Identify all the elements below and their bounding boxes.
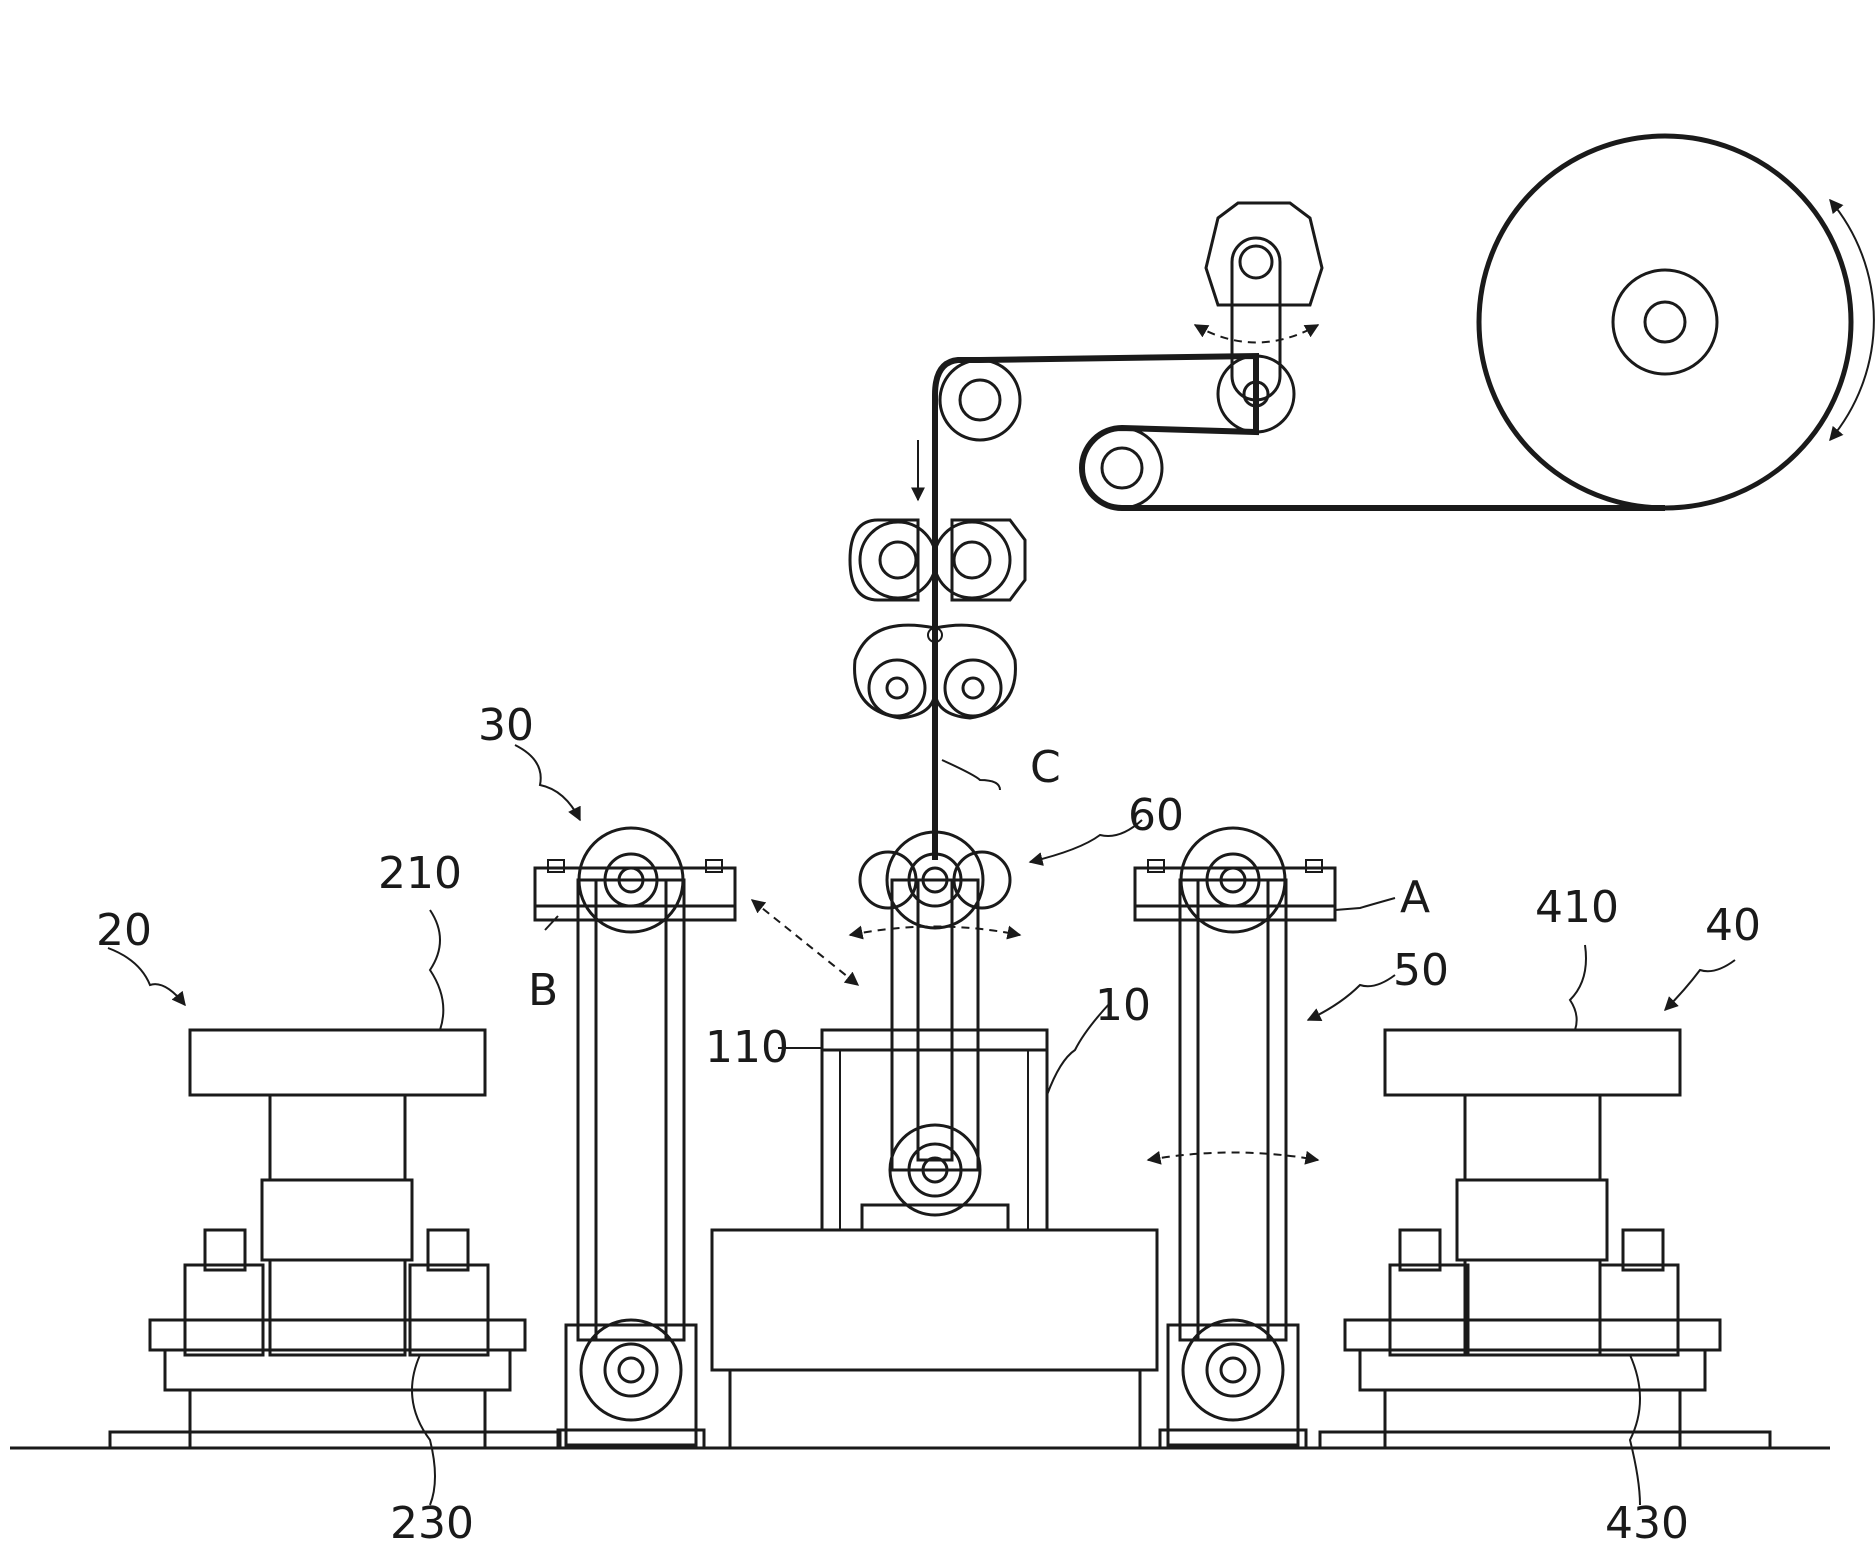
label-210: 210: [378, 848, 462, 899]
label-110: 110: [705, 1022, 789, 1073]
guide-roller-top: [940, 360, 1020, 440]
label-20: 20: [96, 905, 152, 956]
label-C: C: [1030, 742, 1061, 793]
label-A: A: [1400, 872, 1430, 923]
label-230: 230: [390, 1498, 474, 1542]
label-40: 40: [1705, 900, 1761, 951]
right-belt-unit-50: [1135, 828, 1335, 1448]
label-60: 60: [1128, 790, 1184, 841]
label-10: 10: [1095, 980, 1151, 1031]
left-belt-unit-30: [535, 828, 735, 1448]
supply-reel: [1479, 136, 1851, 508]
label-50: 50: [1393, 945, 1449, 996]
left-press-unit-20: [110, 1030, 560, 1448]
base-unit-10: [712, 1030, 1157, 1448]
label-B: B: [528, 965, 558, 1016]
right-press-unit-40: [1320, 1030, 1770, 1448]
rotary-unit-60: [850, 832, 1020, 1215]
label-410: 410: [1535, 882, 1619, 933]
label-30: 30: [478, 700, 534, 751]
label-430: 430: [1605, 1498, 1689, 1542]
